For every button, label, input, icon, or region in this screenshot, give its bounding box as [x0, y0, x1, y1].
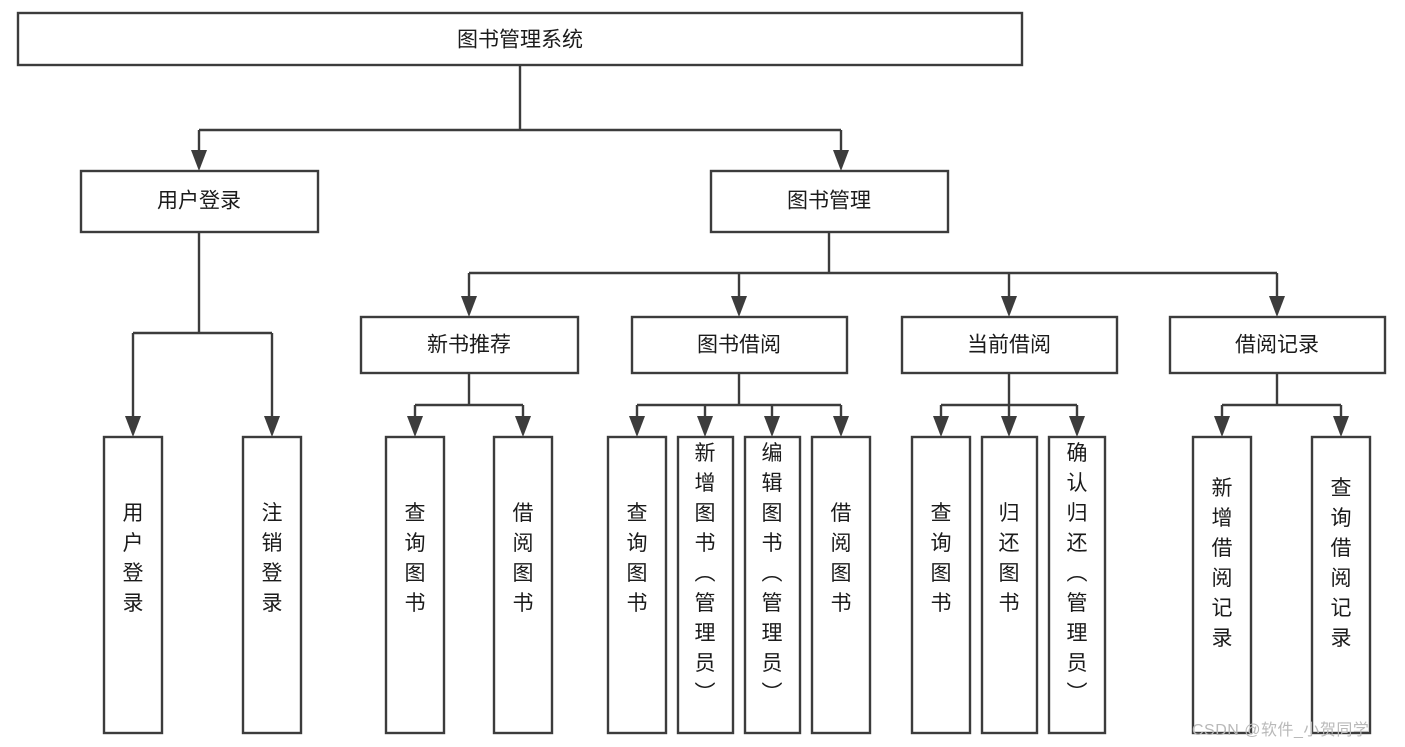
leaf-node-query-book-current[interactable]: 查询图书	[910, 435, 972, 735]
leaf-node-borrow-book-newbook-label: 借阅图书	[513, 502, 534, 615]
leaf-node-edit-book-admin[interactable]: 编辑图书︵管理员︶	[743, 435, 802, 735]
arrow-icon	[191, 150, 207, 171]
leaf-node-edit-book-admin-label: 编辑图书︵管理员︶	[762, 442, 783, 705]
node-book-borrow-label: 图书借阅	[697, 334, 781, 357]
leaf-node-add-borrow-record[interactable]: 新增借阅记录	[1191, 435, 1253, 735]
leaf-node-user-login-label: 用户登录	[123, 502, 144, 615]
leaf-node-borrow-book[interactable]: 借阅图书	[810, 435, 872, 735]
connector-bookborrow-to-leaves	[629, 373, 849, 437]
leaf-node-query-book-newbook[interactable]: 查询图书	[384, 435, 446, 735]
leaf-node-query-book-borrow-label: 查询图书	[627, 502, 648, 615]
leaf-node-borrow-book-newbook[interactable]: 借阅图书	[492, 435, 554, 735]
node-book-management-label: 图书管理	[787, 190, 871, 213]
leaf-node-return-book-label: 归还图书	[999, 502, 1020, 615]
leaf-node-query-book-current-label: 查询图书	[931, 502, 952, 615]
csdn-watermark: CSDN @软件_小贺同学	[1192, 722, 1370, 739]
arrow-icon	[1333, 416, 1349, 437]
leaf-node-confirm-return-admin[interactable]: 确认归还︵管理员︶	[1047, 435, 1107, 735]
connector-currentborrow-to-leaves	[933, 373, 1085, 437]
arrow-icon	[731, 296, 747, 317]
arrow-icon	[833, 150, 849, 171]
leaf-node-query-book-borrow[interactable]: 查询图书	[606, 435, 668, 735]
arrow-icon	[1001, 416, 1017, 437]
arrow-icon	[629, 416, 645, 437]
arrow-icon	[125, 416, 141, 437]
connector-userlogin-to-leaves	[125, 232, 280, 437]
node-current-borrow[interactable]: 当前借阅	[900, 315, 1119, 375]
node-user-login-label: 用户登录	[157, 190, 241, 213]
arrow-icon	[833, 416, 849, 437]
leaf-node-user-login[interactable]: 用户登录	[102, 435, 164, 735]
arrow-icon	[933, 416, 949, 437]
leaf-node-add-borrow-record-label: 新增借阅记录	[1212, 477, 1233, 650]
leaf-node-query-borrow-record[interactable]: 查询借阅记录	[1310, 435, 1372, 735]
leaf-node-add-book-admin-label: 新增图书︵管理员︶	[695, 442, 716, 705]
leaf-node-query-borrow-record-label: 查询借阅记录	[1331, 477, 1352, 650]
arrow-icon	[407, 416, 423, 437]
node-borrow-record-label: 借阅记录	[1235, 334, 1319, 357]
arrow-icon	[1214, 416, 1230, 437]
node-root-label: 图书管理系统	[457, 29, 583, 52]
node-book-management[interactable]: 图书管理	[709, 169, 950, 234]
arrow-icon	[764, 416, 780, 437]
arrow-icon	[697, 416, 713, 437]
leaf-node-add-book-admin[interactable]: 新增图书︵管理员︶	[676, 435, 735, 735]
arrow-icon	[1269, 296, 1285, 317]
leaf-node-logout[interactable]: 注销登录	[241, 435, 303, 735]
leaf-node-logout-label: 注销登录	[262, 502, 283, 615]
leaf-node-query-book-newbook-label: 查询图书	[405, 502, 426, 615]
node-borrow-record[interactable]: 借阅记录	[1168, 315, 1387, 375]
connector-bookmgmt-to-level3	[461, 232, 1285, 317]
node-new-book-recommend[interactable]: 新书推荐	[359, 315, 580, 375]
node-root-system[interactable]: 图书管理系统	[16, 11, 1024, 67]
arrow-icon	[515, 416, 531, 437]
leaf-node-borrow-book-label: 借阅图书	[831, 502, 852, 615]
connector-borrowrecord-to-leaves	[1214, 373, 1349, 437]
leaf-node-return-book[interactable]: 归还图书	[980, 435, 1039, 735]
node-user-login[interactable]: 用户登录	[79, 169, 320, 234]
node-current-borrow-label: 当前借阅	[967, 334, 1051, 357]
arrow-icon	[461, 296, 477, 317]
connector-newbook-to-leaves	[407, 373, 531, 437]
node-book-borrow[interactable]: 图书借阅	[630, 315, 849, 375]
node-new-book-recommend-label: 新书推荐	[427, 334, 511, 357]
arrow-icon	[1069, 416, 1085, 437]
connector-root-to-level2	[191, 65, 849, 171]
leaf-node-confirm-return-admin-label: 确认归还︵管理员︶	[1067, 442, 1088, 705]
arrow-icon	[264, 416, 280, 437]
arrow-icon	[1001, 296, 1017, 317]
